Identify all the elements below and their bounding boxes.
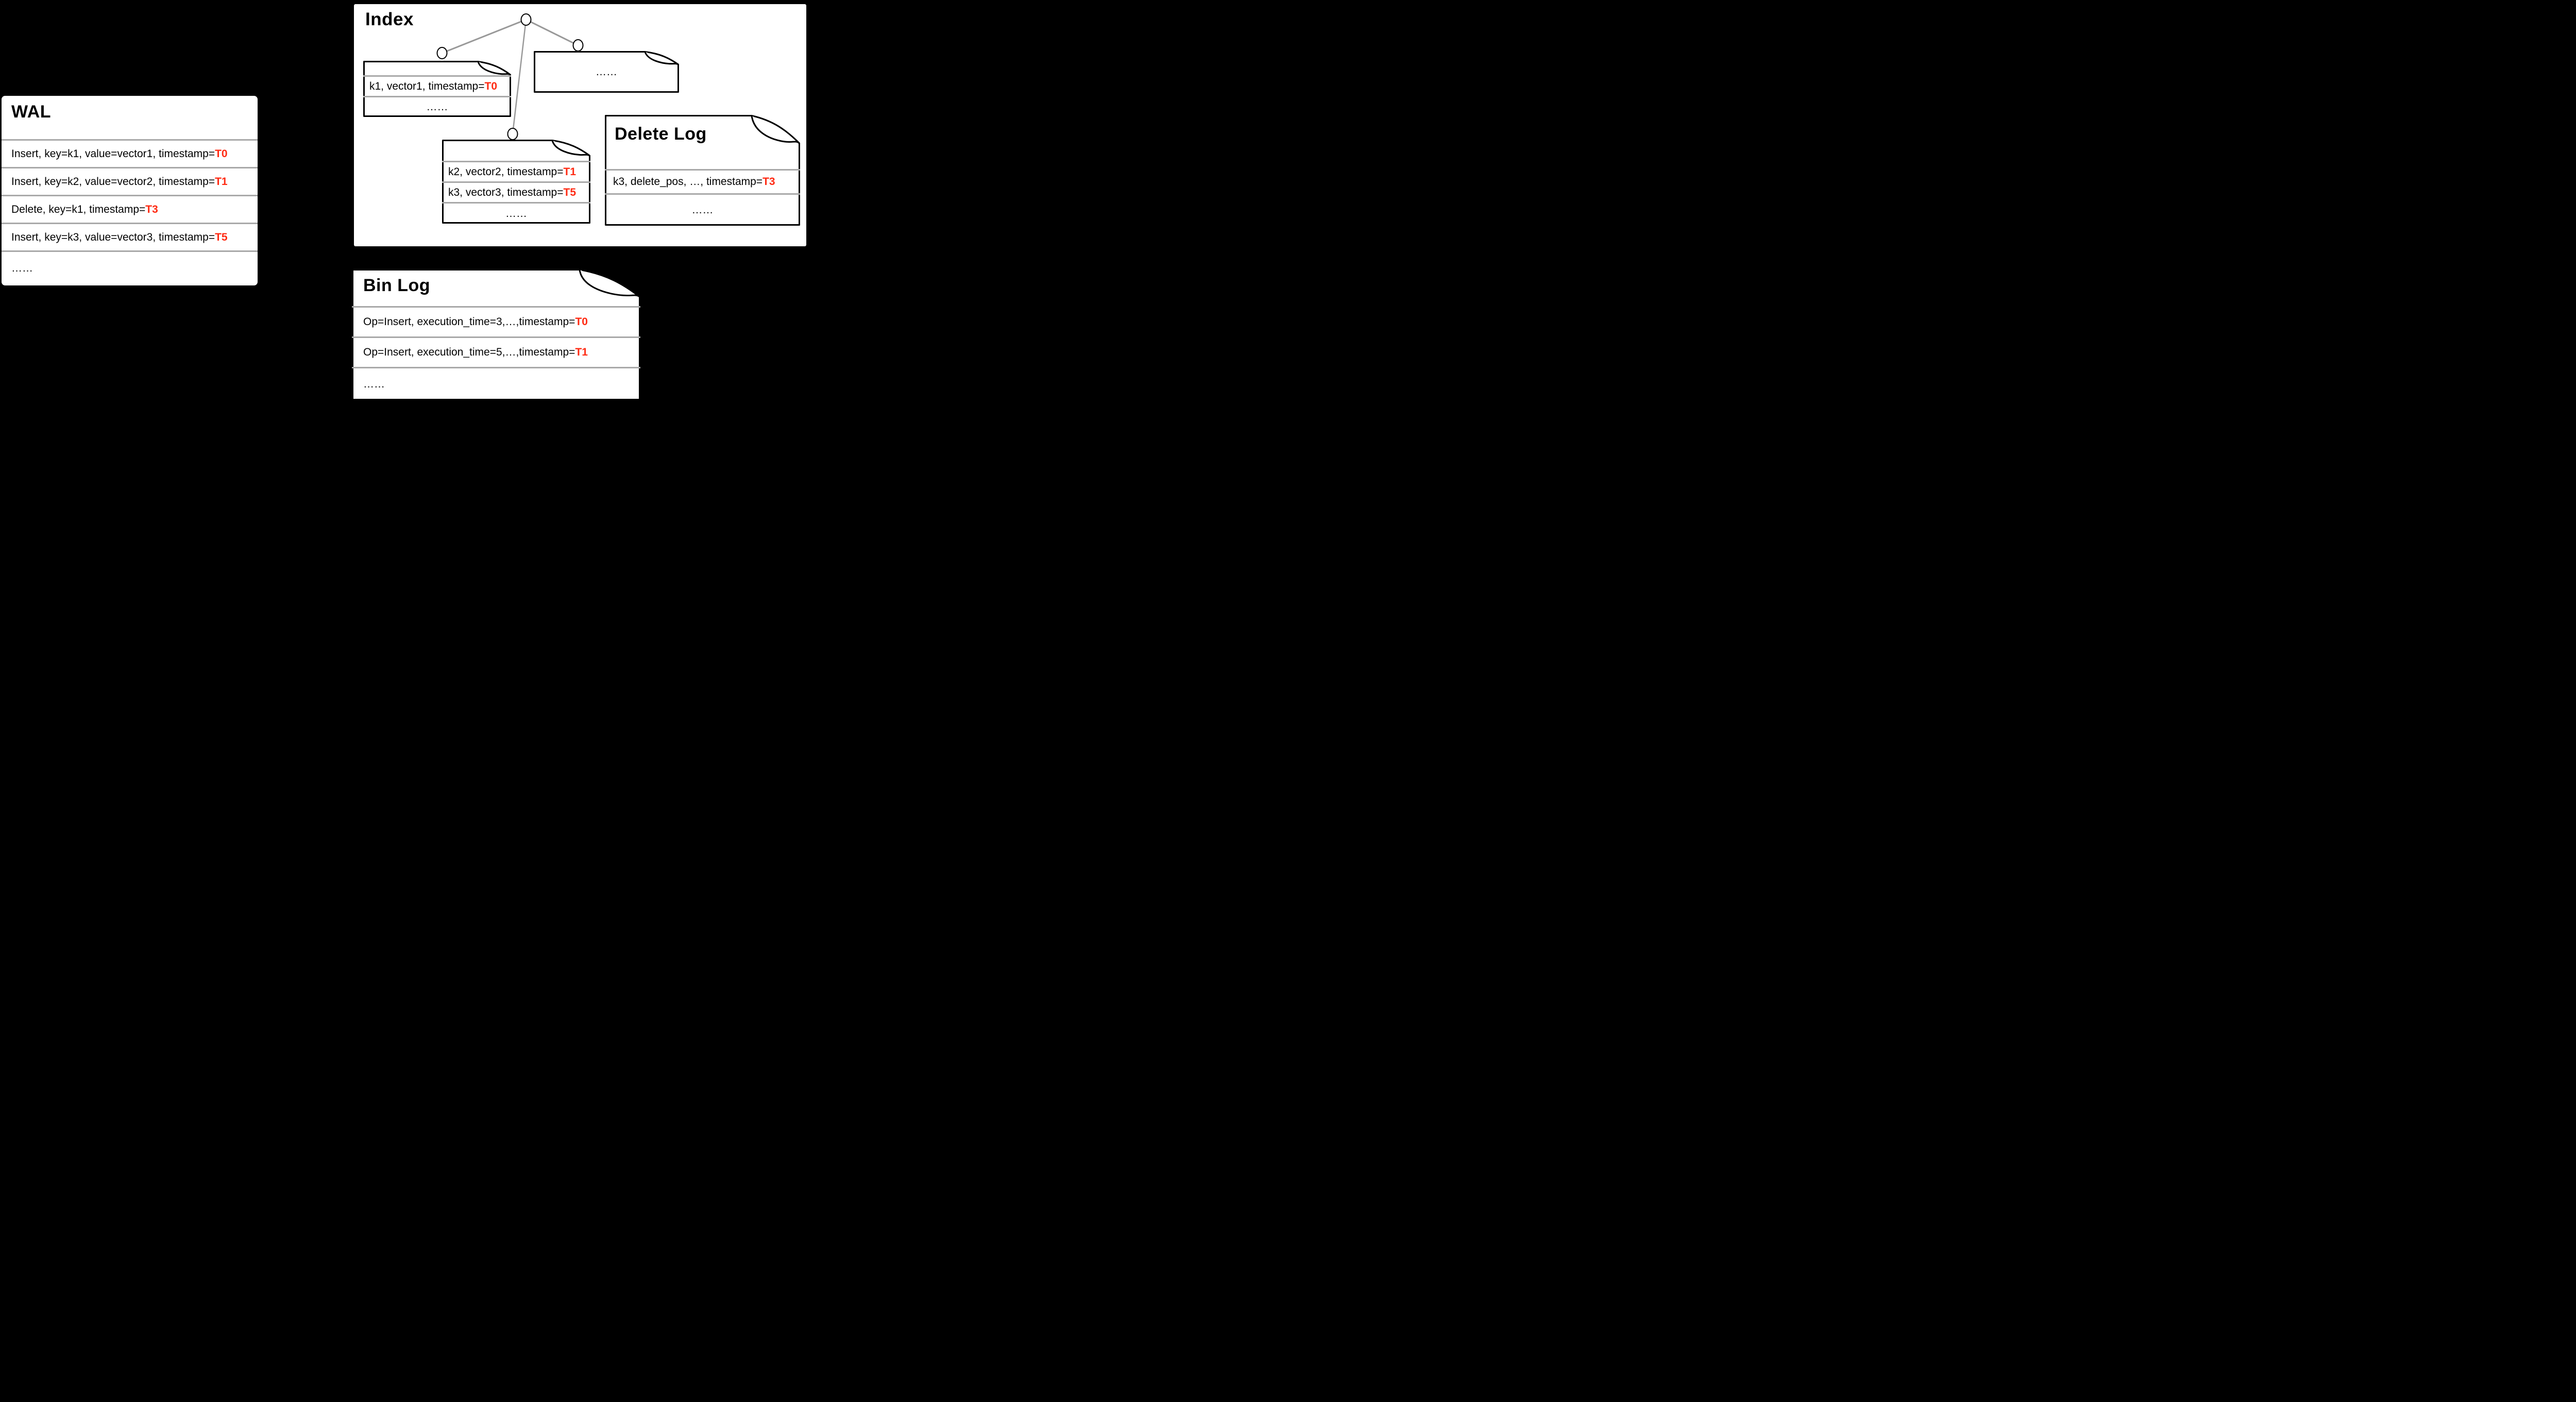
page-curl-icon: [751, 115, 800, 144]
page-curl-icon: [551, 140, 590, 157]
ellipsis-text: ……: [426, 101, 448, 113]
wal-row-text: Insert, key=k1, value=vector1, timestamp…: [11, 147, 215, 160]
timestamp-highlight: T0: [484, 80, 498, 92]
bin-log-entry-row: Op=Insert, execution_time=5,…,timestamp=…: [352, 336, 640, 367]
tree-node-icon: [507, 128, 518, 140]
ellipsis-text: ……: [691, 204, 714, 216]
index-tree: [436, 13, 584, 140]
timestamp-highlight: T1: [215, 175, 228, 188]
index-panel: Index k1, vector1, timestamp=T0: [354, 4, 806, 246]
index-segment-doc-k1: k1, vector1, timestamp=T0 ……: [363, 61, 511, 117]
entry-text: k1, vector1, timestamp=: [369, 80, 485, 92]
index-segment-doc-k2-k3: k2, vector2, timestamp=T1 k3, vector3, t…: [442, 140, 590, 224]
wal-row: Insert, key=k1, value=vector1, timestamp…: [2, 139, 258, 167]
doc-body: Bin Log Op=Insert, execution_time=3,…,ti…: [352, 269, 640, 400]
tree-edge: [526, 19, 579, 46]
doc-ellipsis-row: ……: [534, 51, 679, 93]
entry-text: k2, vector2, timestamp=: [448, 165, 564, 178]
index-entry-row: k3, vector3, timestamp=T5: [442, 181, 590, 202]
timestamp-highlight: T5: [215, 231, 228, 243]
page-curl-icon: [579, 269, 640, 298]
timestamp-highlight: T3: [762, 176, 775, 188]
ellipsis-text: ……: [363, 378, 385, 390]
timestamp-highlight: T0: [575, 316, 588, 328]
timestamp-highlight: T1: [563, 165, 577, 178]
ellipsis-text: ……: [596, 65, 617, 78]
tree-root-node-icon: [520, 13, 532, 26]
timestamp-highlight: T1: [575, 346, 588, 358]
delete-log-title: Delete Log: [615, 124, 707, 144]
doc-header-blank: [442, 140, 590, 161]
delete-log-doc: Delete Log k3, delete_pos, …, timestamp=…: [605, 115, 800, 226]
entry-text: Op=Insert, execution_time=5,…,timestamp=: [363, 346, 575, 358]
document-page-icon: [534, 51, 679, 93]
tree-edge: [442, 19, 527, 54]
timestamp-highlight: T0: [215, 147, 228, 160]
wal-row: Delete, key=k1, timestamp=T3: [2, 195, 258, 223]
entry-text: Op=Insert, execution_time=3,…,timestamp=: [363, 316, 575, 328]
bin-log-entry-row: Op=Insert, execution_time=3,…,timestamp=…: [352, 306, 640, 336]
wal-row-text: Delete, key=k1, timestamp=: [11, 203, 146, 215]
doc-ellipsis-row: ……: [442, 202, 590, 224]
wal-table: WAL Insert, key=k1, value=vector1, times…: [2, 96, 258, 285]
ellipsis-text: ……: [505, 207, 527, 219]
wal-title: WAL: [11, 102, 52, 122]
timestamp-highlight: T3: [145, 203, 158, 215]
doc-body: k2, vector2, timestamp=T1 k3, vector3, t…: [442, 140, 590, 224]
wal-row: Insert, key=k3, value=vector3, timestamp…: [2, 223, 258, 250]
doc-outline: [534, 51, 679, 93]
doc-header-blank: [363, 61, 511, 75]
tree-node-icon: [572, 39, 584, 52]
doc-body: Delete Log k3, delete_pos, …, timestamp=…: [605, 115, 800, 226]
tree-edge: [512, 19, 527, 134]
wal-row-text: Insert, key=k2, value=vector2, timestamp…: [11, 175, 215, 188]
doc-ellipsis-row: ……: [352, 367, 640, 400]
wal-row: Insert, key=k2, value=vector2, timestamp…: [2, 167, 258, 195]
wal-row-text: Insert, key=k3, value=vector3, timestamp…: [11, 231, 215, 243]
entry-text: k3, vector3, timestamp=: [448, 186, 564, 198]
doc-ellipsis-row: ……: [605, 193, 800, 226]
slide-canvas: WAL Insert, key=k1, value=vector1, times…: [0, 0, 808, 402]
bin-log-title: Bin Log: [363, 276, 431, 295]
page-curl-icon: [644, 51, 679, 65]
doc-body: k1, vector1, timestamp=T0 ……: [363, 61, 511, 117]
delete-log-entry-row: k3, delete_pos, …, timestamp=T3: [605, 169, 800, 193]
wal-ellipsis-row: ……: [2, 250, 258, 284]
doc-body: ……: [534, 51, 679, 93]
index-entry-row: k2, vector2, timestamp=T1: [442, 161, 590, 181]
page-curl-icon: [477, 61, 511, 76]
index-segment-doc-more: ……: [534, 51, 679, 93]
doc-ellipsis-row: ……: [363, 96, 511, 117]
bin-log-doc: Bin Log Op=Insert, execution_time=3,…,ti…: [352, 269, 640, 400]
timestamp-highlight: T5: [563, 186, 577, 198]
tree-node-icon: [436, 47, 448, 59]
index-entry-row: k1, vector1, timestamp=T0: [363, 75, 511, 96]
ellipsis-text: ……: [11, 262, 33, 274]
index-title: Index: [365, 9, 414, 29]
entry-text: k3, delete_pos, …, timestamp=: [613, 176, 763, 188]
